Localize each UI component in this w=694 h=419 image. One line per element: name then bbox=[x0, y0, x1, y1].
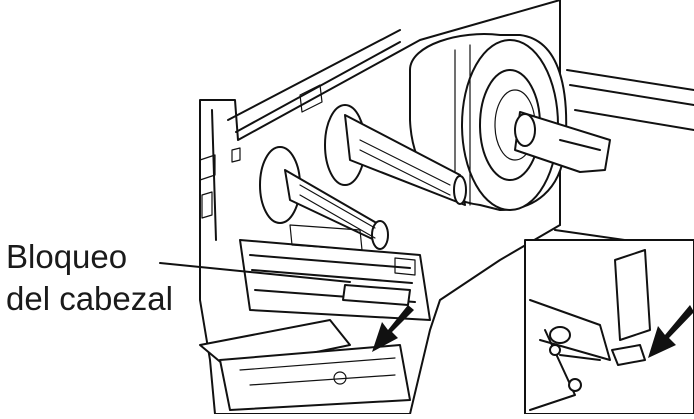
head-lock-callout: Bloqueo del cabezal bbox=[6, 236, 173, 320]
callout-line-1: Bloqueo bbox=[6, 238, 128, 275]
ribbon-supply-spindle bbox=[324, 104, 467, 206]
label-guide-plate bbox=[199, 319, 411, 411]
callout-leader-line bbox=[159, 262, 351, 283]
label-roll bbox=[409, 33, 568, 211]
detail-inset bbox=[524, 239, 694, 415]
ribbon-rewind-spindle bbox=[259, 146, 389, 250]
roll-spindle bbox=[514, 111, 611, 173]
callout-line-2: del cabezal bbox=[6, 280, 173, 317]
arrow-icon bbox=[372, 305, 414, 352]
arrow-icon bbox=[648, 305, 694, 358]
